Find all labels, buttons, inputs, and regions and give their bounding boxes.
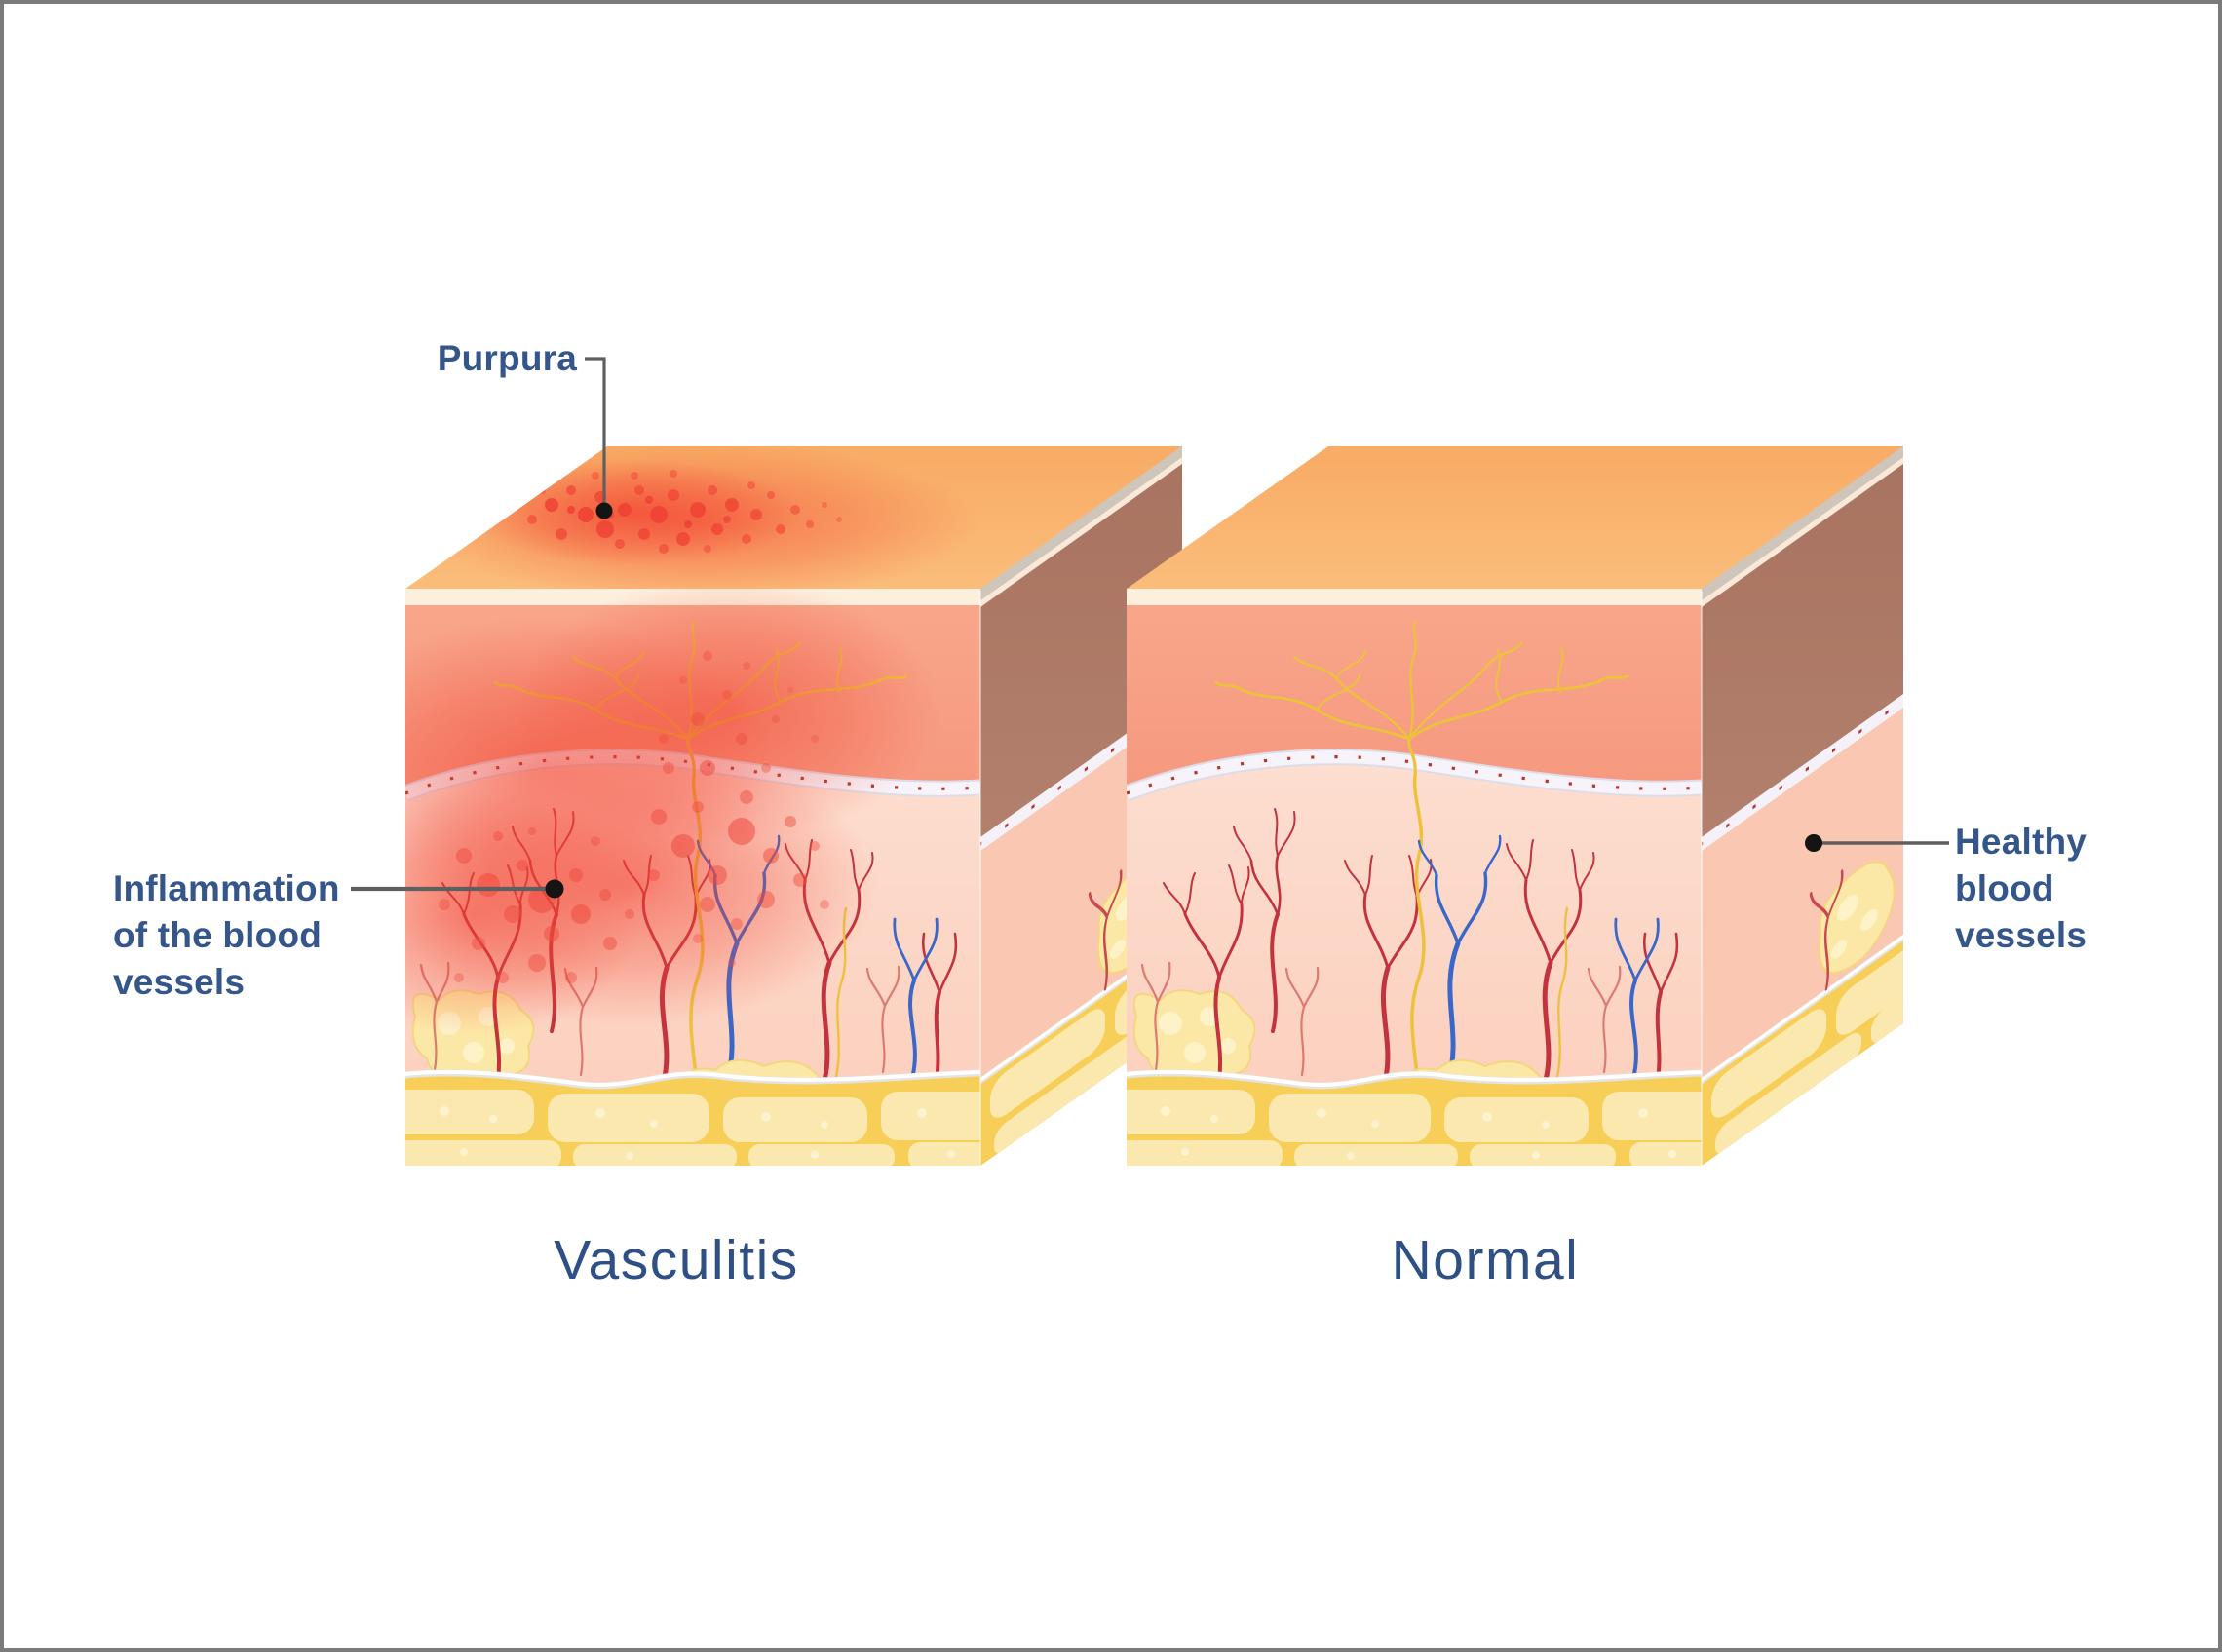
purpura-patch: [415, 446, 980, 589]
healthy-vessels-label-line3: vessels: [1955, 915, 2088, 955]
inflammation-area: [405, 589, 941, 1036]
purpura-label-text: Purpura: [437, 338, 577, 378]
inflammation-label-line1: Inflammation: [113, 868, 340, 908]
vasculitis-skin-svg: [405, 446, 1185, 1168]
healthy-vessels-label-line2: blood: [1955, 868, 2054, 908]
healthy-vessels-label-line1: Healthy: [1955, 822, 2088, 862]
normal-skin-block: [1127, 446, 1906, 1168]
purpura-label: Purpura: [374, 335, 577, 382]
vasculitis-skin-block: [405, 446, 1185, 1168]
normal-title: Normal: [1391, 1229, 1580, 1291]
healthy-vessels-label: Healthy blood vessels: [1955, 819, 2169, 959]
inflammation-label: Inflammation of the blood vessels: [113, 865, 386, 1006]
inflammation-label-line2: of the blood: [113, 915, 323, 955]
normal-skin-svg: [1127, 446, 1906, 1168]
inflammation-label-line3: vessels: [113, 962, 246, 1002]
vasculitis-title: Vasculitis: [554, 1229, 799, 1291]
